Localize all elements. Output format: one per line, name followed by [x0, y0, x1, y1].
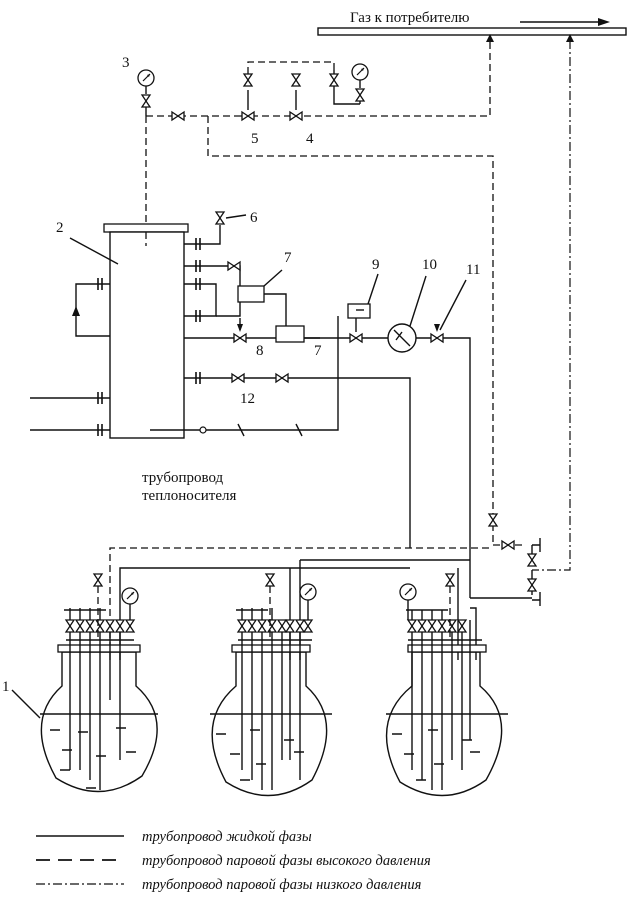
- label-4: 4: [306, 131, 314, 147]
- caption-line2: теплоносителя: [142, 488, 237, 504]
- label-7b: 7: [314, 343, 322, 359]
- tank-1: 1: [2, 573, 158, 793]
- label-9: 9: [372, 257, 380, 273]
- legend: трубопровод жидкой фазы трубопровод паро…: [36, 829, 431, 893]
- low-pressure-vapor-line: [207, 34, 574, 606]
- label-5: 5: [251, 131, 259, 147]
- tank-3: [385, 573, 508, 797]
- evaporator-and-regulators: 7 7 8 9 10 11: [237, 250, 480, 598]
- vessel-2: 2 6 12: [30, 210, 411, 548]
- caption-line1: трубопровод: [142, 470, 224, 486]
- label-2: 2: [56, 220, 64, 236]
- label-3: 3: [122, 55, 130, 71]
- label-6: 6: [250, 210, 258, 226]
- legend-dashed-text: трубопровод паровой фазы высокого давлен…: [142, 853, 431, 869]
- label-10: 10: [422, 257, 437, 273]
- consumer-gas-label: Газ к потребителю: [350, 10, 469, 26]
- legend-solid-text: трубопровод жидкой фазы: [142, 829, 312, 845]
- tank-2: [210, 573, 332, 797]
- label-7a: 7: [284, 250, 292, 266]
- gauge-3: 3: [122, 55, 155, 116]
- label-8: 8: [256, 343, 264, 359]
- label-12: 12: [240, 391, 255, 407]
- label-11: 11: [466, 262, 480, 278]
- legend-dashdot-text: трубопровод паровой фазы низкого давлени…: [142, 877, 422, 893]
- tank-distribution-lines: [109, 547, 532, 660]
- consumer-gas-header: Газ к потребителю: [317, 10, 627, 36]
- high-pressure-vapor-line: 5 4: [145, 34, 494, 240]
- label-1: 1: [2, 679, 10, 695]
